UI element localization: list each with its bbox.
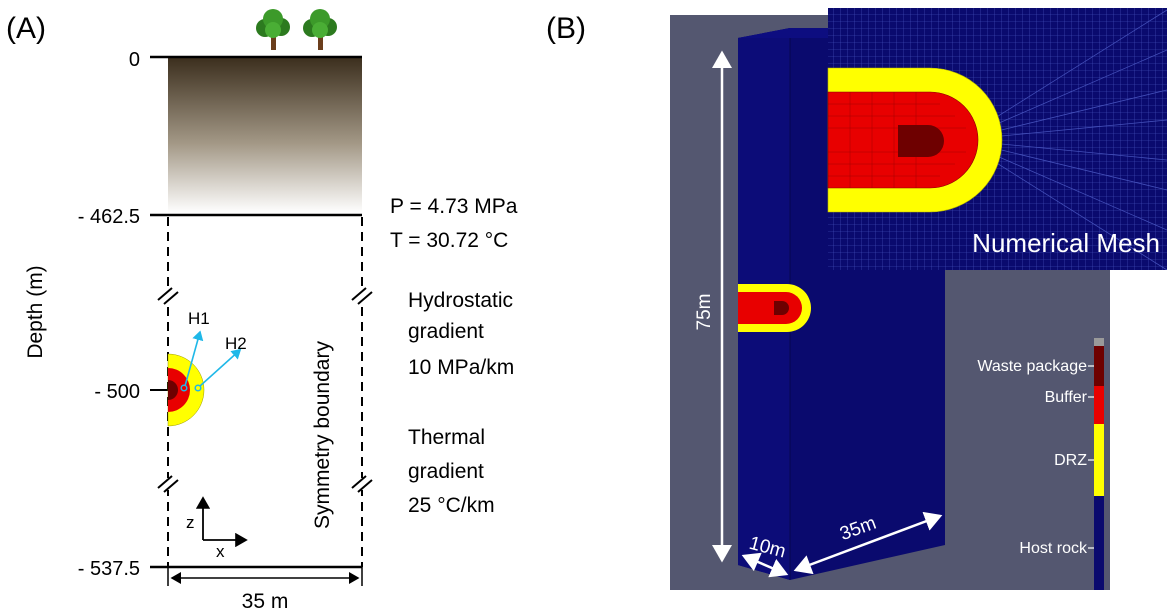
width-label: 35 m xyxy=(242,590,289,613)
depth-dimension-arrow xyxy=(741,552,789,578)
legend-drz: DRZ xyxy=(1054,452,1087,469)
tree-icon xyxy=(303,9,337,50)
hydrostatic-line: Hydrostatic xyxy=(408,289,513,312)
h2-point-marker xyxy=(194,384,202,392)
legend-waste-package: Waste package xyxy=(977,358,1087,375)
inset-label: Numerical Mesh xyxy=(972,228,1160,258)
h2-arrow xyxy=(199,348,242,387)
z-axis-label: z xyxy=(186,513,195,532)
depth-tick-label: - 462.5 xyxy=(78,206,140,228)
thermal-line: 25 °C/km xyxy=(408,494,495,517)
height-dimension-label: 75m xyxy=(694,294,715,331)
axis-break-mark xyxy=(157,287,179,305)
soil-column xyxy=(168,58,362,213)
depth-tick-label: - 500 xyxy=(94,381,140,403)
axis-break-mark xyxy=(351,287,373,305)
symmetry-boundary-label: Symmetry boundary xyxy=(311,341,334,529)
numerical-mesh-inset: Numerical Mesh xyxy=(827,8,1167,270)
h2-label: H2 xyxy=(225,334,247,353)
depth-tick-label: 0 xyxy=(129,49,140,71)
panel-a-label: (A) xyxy=(6,12,46,45)
width-dimension-arrow xyxy=(793,511,943,575)
h1-point-marker xyxy=(180,384,188,392)
hydrostatic-line: gradient xyxy=(408,320,484,343)
pressure-label: P = 4.73 MPa xyxy=(390,195,518,218)
thermal-line: gradient xyxy=(408,460,484,483)
panel-b-label: (B) xyxy=(546,12,586,45)
emplacement-drift xyxy=(167,353,205,427)
tree-icon xyxy=(256,9,290,50)
material-legend: Waste package Buffer DRZ Host rock xyxy=(977,338,1104,590)
h1-arrow xyxy=(184,330,204,387)
h1-label: H1 xyxy=(188,309,210,328)
legend-buffer: Buffer xyxy=(1045,389,1088,406)
legend-host-rock: Host rock xyxy=(1019,540,1088,557)
hydrostatic-line: 10 MPa/km xyxy=(408,356,514,379)
axis-break-mark xyxy=(157,475,179,493)
depth-tick-label: - 537.5 xyxy=(78,558,140,580)
drift-cross-section xyxy=(738,284,811,332)
temperature-label: T = 30.72 °C xyxy=(390,229,508,252)
axis-break-mark xyxy=(351,475,373,493)
x-axis-label: x xyxy=(216,542,225,561)
depth-axis-label: Depth (m) xyxy=(24,265,47,358)
thermal-line: Thermal xyxy=(408,426,485,449)
